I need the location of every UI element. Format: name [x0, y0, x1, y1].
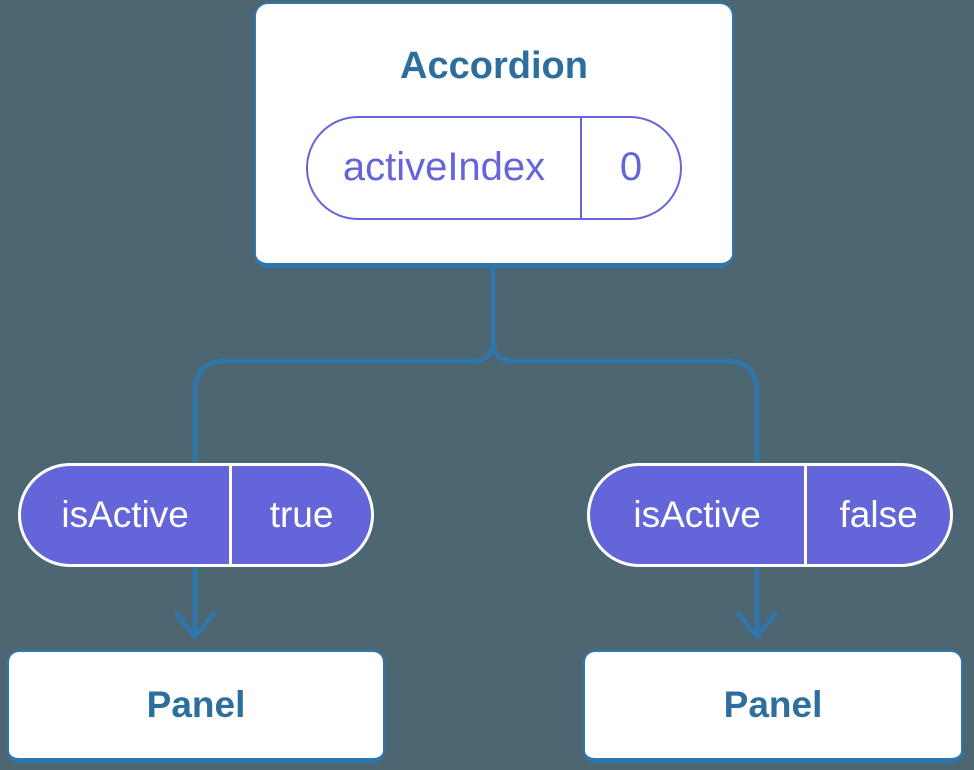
prop-pill-value: false [839, 494, 918, 535]
accordion-node-title: Accordion [400, 45, 588, 87]
panel-node-title: Panel [146, 683, 246, 725]
accordion-node: Accordion activeIndex 0 [254, 2, 734, 268]
state-pill-value: 0 [619, 145, 643, 190]
state-pill-name: activeIndex [342, 145, 546, 190]
prop-pill-name: isActive [61, 494, 189, 535]
state-pill-activeindex: activeIndex 0 [306, 115, 682, 220]
pill-divider [229, 466, 233, 564]
pill-divider [580, 117, 582, 218]
prop-pill-isactive-right: isActive false [587, 463, 953, 567]
panel-node-title: Panel [723, 683, 823, 725]
panel-node-right: Panel [583, 650, 963, 763]
arrowhead-right-icon [736, 611, 778, 640]
arrowhead-left-icon [174, 611, 216, 640]
pill-divider [804, 466, 808, 564]
connector-left-branch [192, 265, 496, 637]
prop-pill-isactive-left: isActive true [18, 463, 374, 567]
prop-pill-value: true [269, 494, 334, 535]
panel-node-left: Panel [7, 650, 385, 763]
connector-right-branch [490, 265, 760, 637]
prop-pill-name: isActive [633, 494, 761, 535]
